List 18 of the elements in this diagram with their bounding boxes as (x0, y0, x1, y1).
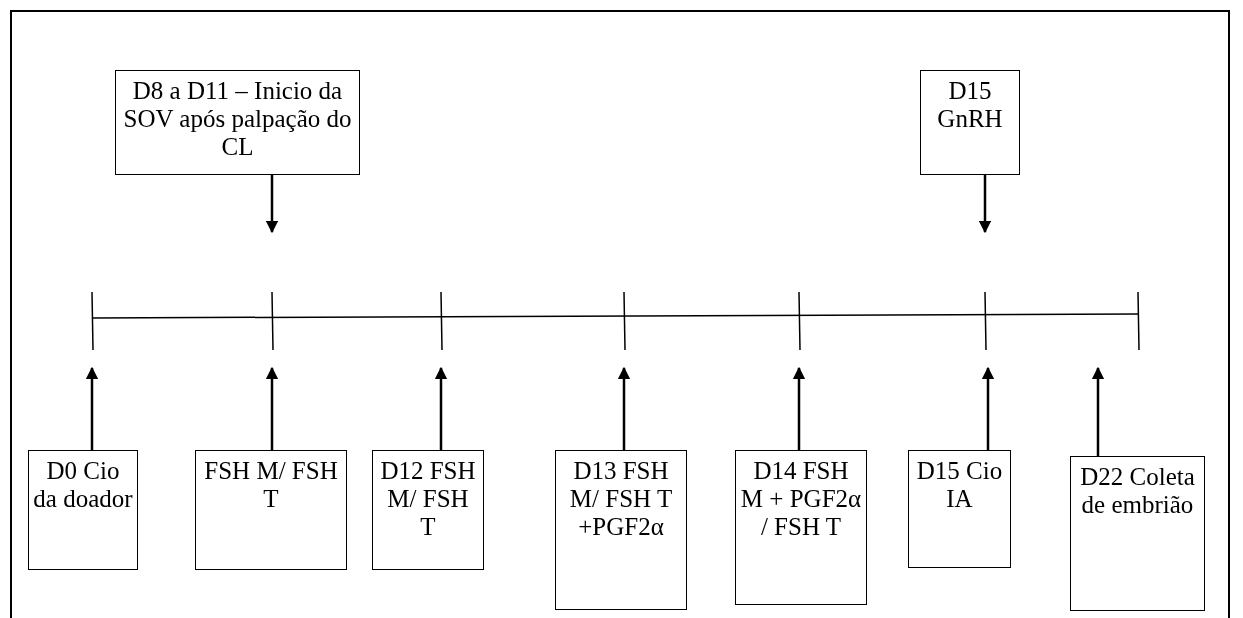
arrow (265, 175, 279, 234)
arrow (981, 366, 995, 450)
arrow (85, 366, 99, 450)
arrow (434, 366, 448, 450)
arrow (265, 366, 279, 450)
step-box: D8 a D11 – Inicio da SOV após palpação do CL (115, 70, 360, 175)
step-box: D22 Coleta de embrião (1070, 456, 1205, 611)
step-box: D12 FSH M/ FSH T (372, 450, 484, 570)
step-box: D15 Cio IA (908, 450, 1011, 568)
arrow (978, 175, 992, 234)
arrow (617, 366, 631, 450)
step-box: D14 FSH M + PGF2α / FSH T (735, 450, 867, 605)
step-box: D0 Cio da doador (28, 450, 138, 570)
arrow (792, 366, 806, 450)
step-box: D15 GnRH (920, 70, 1020, 175)
step-box: FSH M/ FSH T (195, 450, 347, 570)
step-box: D13 FSH M/ FSH T +PGF2α (555, 450, 687, 610)
arrow (1091, 366, 1105, 456)
